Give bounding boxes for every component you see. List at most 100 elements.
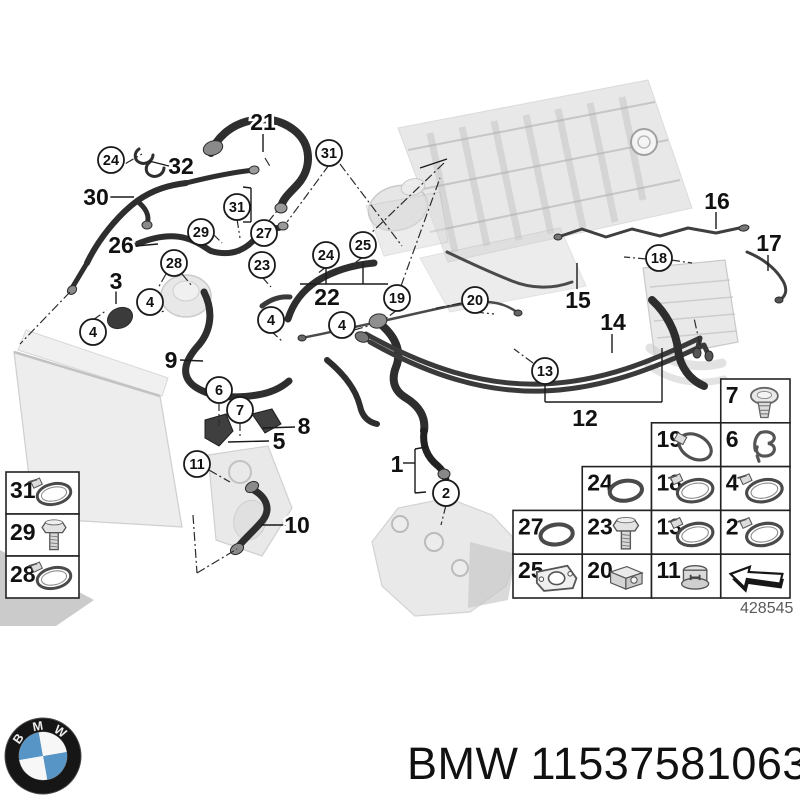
hose-fitting: [692, 347, 702, 359]
hose-clamp-screw: [28, 562, 38, 567]
leader-lines: [19, 134, 769, 574]
faded-shape: [400, 178, 426, 196]
callout-circle-label: 4: [146, 295, 154, 311]
hose-path: [374, 318, 429, 435]
callout-circle-label: 23: [254, 258, 270, 274]
hose-path: [69, 260, 90, 291]
callout-circle-outline: [349, 231, 377, 259]
hose-clamp-screw: [667, 474, 678, 479]
rivet-icon: [749, 386, 779, 419]
callout-circle-label: 4: [338, 318, 346, 334]
hose-path: [259, 294, 293, 309]
parts-box-cell-31: 31: [5, 471, 80, 515]
callout-circle-label: 7: [236, 403, 244, 419]
callout-circle-label: 4: [267, 313, 275, 329]
quadrant-top-right: [38, 732, 67, 756]
grid-cell-number: 11: [657, 557, 682, 583]
leader-line-dashed: [157, 273, 167, 289]
hose-path: [445, 250, 574, 289]
fitting-icon: [680, 565, 710, 590]
callout-label-1: 1: [391, 451, 404, 477]
hose-clamp-band: [675, 477, 715, 504]
leader-line-dashed: [513, 348, 534, 364]
clip-squiggle: [754, 430, 776, 458]
hose-path: [367, 339, 712, 394]
callout-circle-label: 28: [166, 256, 182, 272]
leader-line-dashed: [693, 317, 701, 346]
hose-path: [648, 296, 708, 390]
leader-line-solid: [419, 158, 448, 169]
hose-path: [324, 357, 380, 427]
bolt-thread: [49, 542, 59, 545]
faded-shape: [586, 102, 619, 223]
bracket-icon: [608, 565, 644, 590]
parts-box-cell-29: 29: [5, 513, 80, 557]
callout-circle-label: 24: [103, 153, 119, 169]
callout-circle-4: 4: [79, 318, 107, 346]
hose-path: [234, 485, 271, 551]
callout-circle-outline: [531, 357, 559, 385]
faded-shape: [651, 296, 734, 305]
brand-label: BMW: [407, 738, 519, 789]
gasket-icon: [535, 564, 578, 592]
hose-clamp-screw: [737, 518, 747, 523]
faded-shape: [522, 114, 555, 235]
fitting-mark: [689, 574, 701, 581]
bolt-head-top: [616, 516, 636, 524]
leader-line-solid: [414, 446, 427, 450]
grid-cell-border: [650, 465, 722, 512]
hose-path: [182, 288, 293, 401]
callout-circle-31: 31: [315, 139, 343, 167]
o-ring-icon: [607, 478, 645, 503]
callout-circle-4: 4: [136, 288, 164, 316]
dark-parts-layer: [133, 147, 282, 447]
hose-clamp-band: [35, 565, 73, 591]
callout-circle-4: 4: [257, 306, 285, 334]
grid-cell-11: 11: [650, 553, 722, 599]
hose-fitting: [277, 221, 289, 231]
callout-circle-23: 23: [248, 251, 276, 279]
clip-stem: [753, 430, 763, 463]
faded-shape: [451, 559, 469, 577]
leader-line-dashed: [19, 291, 71, 345]
faded-shape: [630, 128, 658, 156]
callout-label-17: 17: [756, 230, 782, 256]
leader-line-dashed: [236, 218, 241, 239]
callout-circle-outline: [136, 288, 164, 316]
callout-circle-label: 13: [537, 364, 553, 380]
bolt-thread: [49, 535, 59, 538]
hose-fitting: [553, 233, 563, 241]
callout-circle-label: 20: [467, 293, 483, 309]
grid-cell-20: 20: [581, 553, 653, 599]
callout-circle-label: 6: [215, 383, 223, 399]
callout-label-32: 32: [168, 153, 194, 179]
leader-line-dashed: [400, 177, 441, 287]
faded-shape: [419, 227, 587, 313]
callout-circle-13: 13: [531, 357, 559, 385]
callout-circle-27: 27: [250, 219, 278, 247]
clip-icon: [753, 430, 776, 463]
leader-line-dashed: [264, 157, 272, 169]
callout-circle-6: 6: [205, 376, 233, 404]
grid-cell-27: 27: [512, 509, 584, 555]
faded-shape: [13, 350, 161, 398]
callout-circle-outline: [315, 139, 343, 167]
grid-cell-7: 7: [719, 378, 791, 424]
roundel-letter-M: M: [31, 719, 44, 735]
hose-path: [284, 259, 378, 323]
faded-shape: [228, 460, 252, 484]
hose-clamp-band: [745, 521, 784, 548]
dark-part: [144, 160, 166, 178]
grid-cell-25: 25: [512, 553, 584, 599]
leader-line-dashed: [212, 233, 223, 244]
callout-circle-outline: [187, 218, 215, 246]
callout-circle-25: 25: [349, 231, 377, 259]
callout-circle-4: 4: [328, 311, 356, 339]
strap-clamp-icon: [673, 431, 713, 462]
hose-fitting: [437, 468, 451, 480]
callout-circle-label: 24: [318, 248, 334, 264]
grid-cell-number: 6: [726, 426, 739, 452]
